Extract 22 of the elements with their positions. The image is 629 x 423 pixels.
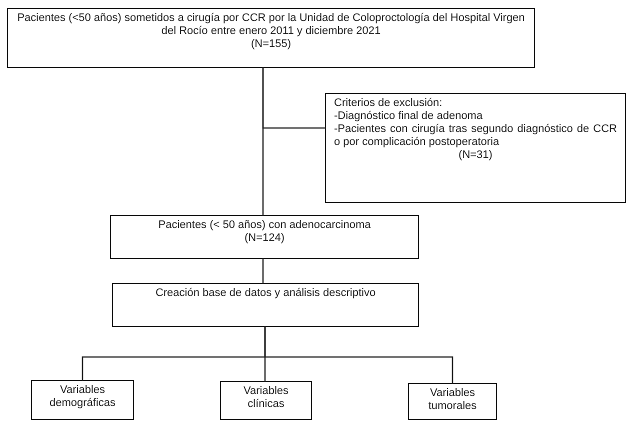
box-text: Variables demográficas bbox=[48, 384, 117, 410]
count-text: (N=155) bbox=[250, 38, 292, 51]
process-box bbox=[408, 383, 497, 420]
connector-line bbox=[262, 259, 264, 283]
process-box bbox=[110, 215, 419, 259]
process-box bbox=[31, 380, 134, 420]
box-text: Criterios de exclusión: bbox=[334, 97, 444, 110]
process-box bbox=[7, 8, 535, 68]
process-box bbox=[112, 283, 419, 327]
exclusion-criteria-box bbox=[325, 93, 626, 203]
connector-line bbox=[262, 68, 325, 129]
count-text: (N=31) bbox=[458, 149, 494, 162]
box-text: Variables tumorales bbox=[427, 387, 478, 413]
box-text: Pacientes (< 50 años) con adenocarcinoma bbox=[157, 219, 372, 232]
process-box bbox=[220, 381, 312, 420]
box-text: Variables clínicas bbox=[242, 385, 290, 411]
connector-line bbox=[264, 327, 454, 383]
box-text: Pacientes (<50 años) sometidos a cirugía por CCR por la Unidad de Coloproctología del Hospital Virgen del Rocío entre enero 2011 y diciembre 2021 bbox=[16, 12, 526, 38]
box-text: Creación base de datos y análisis descriptivo bbox=[154, 287, 377, 300]
box-text: -Pacientes con cirugía tras segundo diagnóstico de CCR o por complicación postoperatoria bbox=[334, 123, 617, 149]
box-text: -Diagnóstico final de adenoma bbox=[334, 110, 484, 123]
count-text: (N=124) bbox=[243, 232, 286, 245]
